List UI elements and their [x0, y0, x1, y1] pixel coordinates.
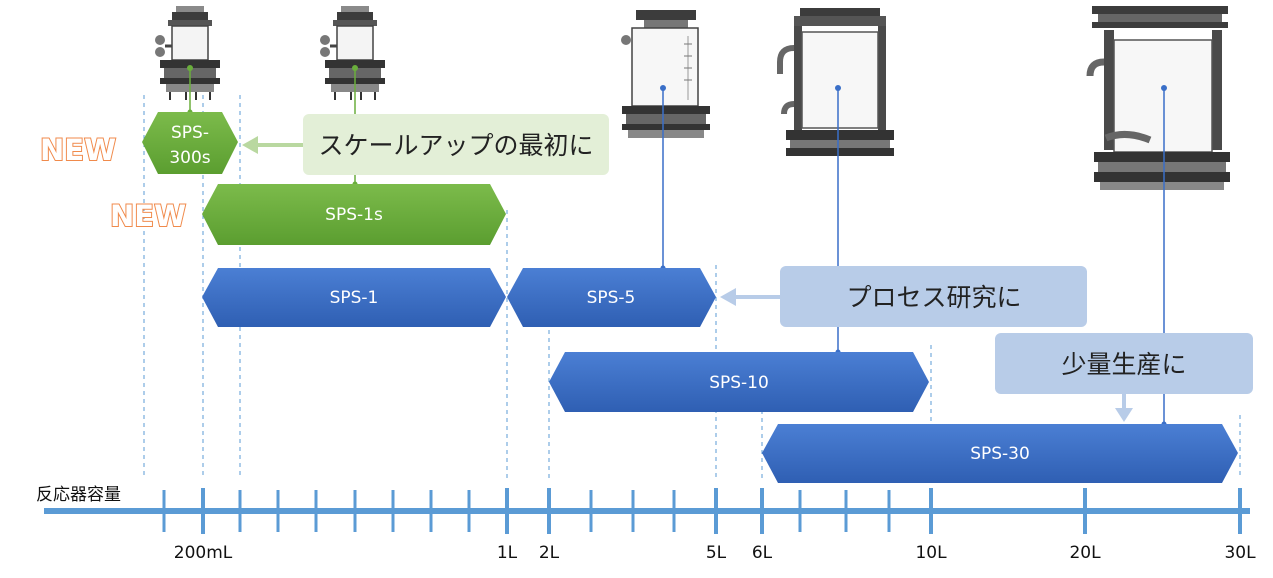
callout-process-text: プロセス研究に — [846, 283, 1021, 312]
axis-title: 反応器容量 — [36, 485, 121, 505]
range-sps5: SPS-5 — [507, 268, 716, 327]
callout-process: プロセス研究に — [720, 266, 1087, 327]
label-sps10: SPS-10 — [709, 373, 769, 393]
axis-tick-label: 5L — [706, 543, 727, 563]
range-sps30: SPS-30 — [762, 424, 1238, 483]
range-sps1s: SPS-1s — [202, 184, 506, 245]
vessel-image-sps30 — [1086, 6, 1230, 190]
axis-tick-label: 10L — [915, 543, 947, 563]
range-sps300s: SPS- 300s — [142, 112, 238, 174]
axis-tick-label: 2L — [539, 543, 560, 563]
callout-scaleup: スケールアップの最初に — [242, 114, 609, 175]
axis-tick-label: 30L — [1224, 543, 1256, 563]
callout-smallprod-text: 少量生産に — [1061, 350, 1186, 379]
axis-tick-label: 6L — [752, 543, 773, 563]
range-sps10: SPS-10 — [549, 352, 929, 412]
vessel-image-sps5 — [621, 10, 710, 138]
axis-tick-label: 1L — [497, 543, 518, 563]
axis-tick-label: 20L — [1069, 543, 1101, 563]
callout-smallprod: 少量生産に — [995, 333, 1253, 422]
callout-scaleup-text: スケールアップの最初に — [318, 131, 593, 160]
new-badge-sps1s: NEW — [110, 199, 186, 233]
axis-tick-label: 200mL — [174, 543, 233, 563]
axis-tick-labels: 200mL 1L 2L 5L 6L 10L 20L 30L — [174, 543, 1256, 563]
label-sps1s: SPS-1s — [325, 205, 383, 225]
label-sps5: SPS-5 — [587, 288, 636, 308]
capacity-axis: 反応器容量 200mL 1L 2L 5L 6L 10L 20L 30L — [36, 485, 1256, 563]
label-sps300s-line1: SPS- — [171, 123, 209, 143]
vessel-image-sps10 — [777, 8, 894, 156]
label-sps1: SPS-1 — [330, 288, 379, 308]
new-badge-sps300s: NEW — [40, 133, 116, 167]
range-sps1: SPS-1 — [202, 268, 506, 327]
axis-major-ticks — [201, 488, 1242, 534]
axis-minor-ticks — [162, 490, 891, 532]
vessel-image-sps1s — [318, 4, 387, 102]
label-sps300s-line2: 300s — [169, 148, 210, 168]
vessel-image-sps300s — [153, 4, 222, 102]
label-sps30: SPS-30 — [970, 444, 1030, 464]
